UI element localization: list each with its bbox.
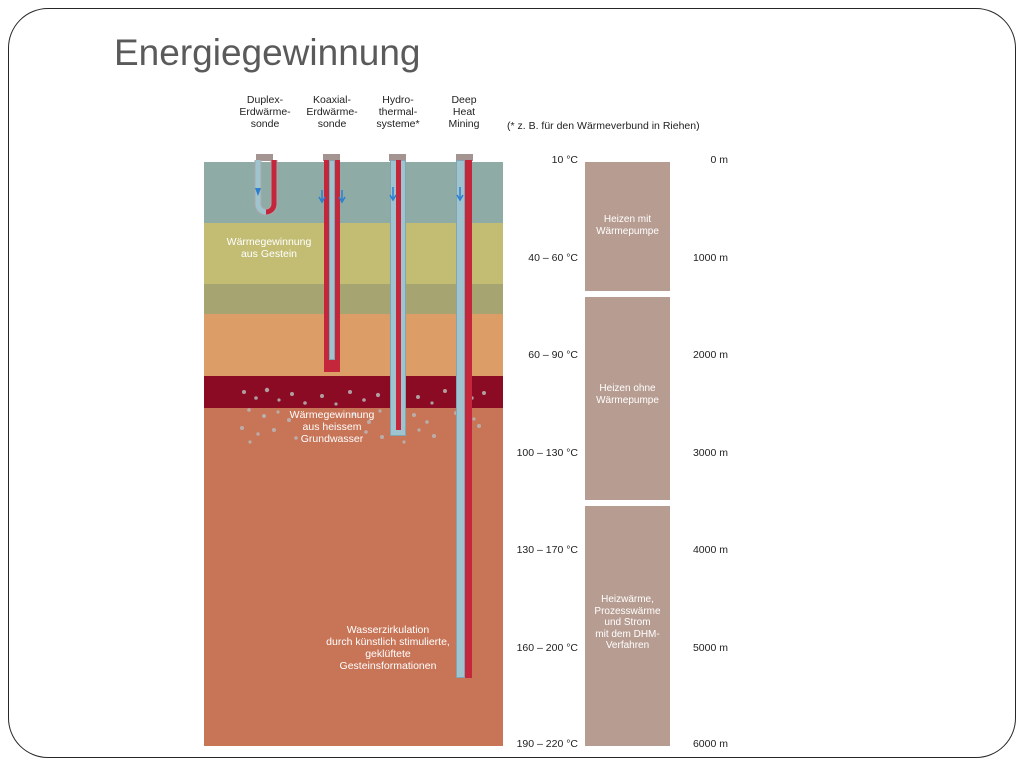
layer-surface (204, 162, 503, 223)
layer-rock-middle (204, 284, 503, 314)
temp-1: 40 – 60 °C (528, 252, 578, 264)
flow-arrows-koaxial (318, 190, 346, 204)
layer-aquifer (204, 376, 503, 408)
header-hydro: Hydro- thermal- systeme* (376, 94, 420, 130)
flow-arrow-dhm (456, 187, 464, 202)
temp-4: 130 – 170 °C (516, 544, 578, 556)
probe-koaxial-inner (329, 160, 335, 360)
depth-6: 6000 m (692, 738, 728, 750)
use-heat-pump-label: Heizen mit Wärmepumpe (596, 214, 659, 237)
flow-arrow-hydro (389, 187, 397, 202)
depth-0: 0 m (710, 154, 728, 166)
use-no-heat-pump-label: Heizen ohne Wärmepumpe (596, 383, 659, 406)
cap-koaxial (323, 154, 340, 161)
temp-3: 100 – 130 °C (516, 447, 578, 459)
depth-2: 2000 m (692, 349, 728, 361)
cap-hydro (389, 154, 406, 161)
temp-0: 10 °C (551, 154, 578, 166)
groundwater-gravel (240, 387, 486, 444)
depth-4: 4000 m (692, 544, 728, 556)
probe-dhm-production (465, 160, 472, 678)
use-dhm-label: Heizwärme, Prozesswärme und Strom mit de… (594, 594, 661, 651)
probe-dhm-injection (456, 160, 465, 678)
header-deep-heat-mining: Deep Heat Mining (448, 94, 480, 130)
layer-rock-lower (204, 314, 503, 376)
label-groundwater-heat: Wärmegewinnung aus heissem Grundwasser (289, 409, 375, 445)
slide-title: Energiegewinnung (114, 32, 421, 73)
probe-duplex (254, 160, 278, 216)
depth-5: 5000 m (692, 642, 728, 654)
label-water-circulation: Wasserzirkulation durch künstlich stimul… (326, 624, 450, 672)
header-koaxial: Koaxial- Erdwärme- sonde (306, 94, 358, 130)
depth-3: 3000 m (692, 447, 728, 459)
use-heat-pump: Heizen mit Wärmepumpe (585, 162, 670, 291)
use-dhm: Heizwärme, Prozesswärme und Strom mit de… (585, 506, 670, 746)
layer-deep-rock (204, 408, 503, 746)
layer-rock-upper (204, 223, 503, 284)
probe-hydro-inner (396, 160, 401, 430)
use-no-heat-pump: Heizen ohne Wärmepumpe (585, 297, 670, 500)
slide-frame (8, 8, 1016, 758)
header-note: (* z. B. für den Wärmeverbund in Riehen) (507, 120, 700, 132)
temp-5: 160 – 200 °C (516, 642, 578, 654)
depth-1: 1000 m (692, 252, 728, 264)
label-rock-heat: Wärmegewinnung aus Gestein (226, 236, 312, 260)
cap-duplex (256, 154, 273, 161)
temp-2: 60 – 90 °C (528, 349, 578, 361)
temp-6: 190 – 220 °C (516, 738, 578, 750)
cap-deep (456, 154, 473, 161)
header-duplex: Duplex- Erdwärme- sonde (239, 94, 291, 130)
